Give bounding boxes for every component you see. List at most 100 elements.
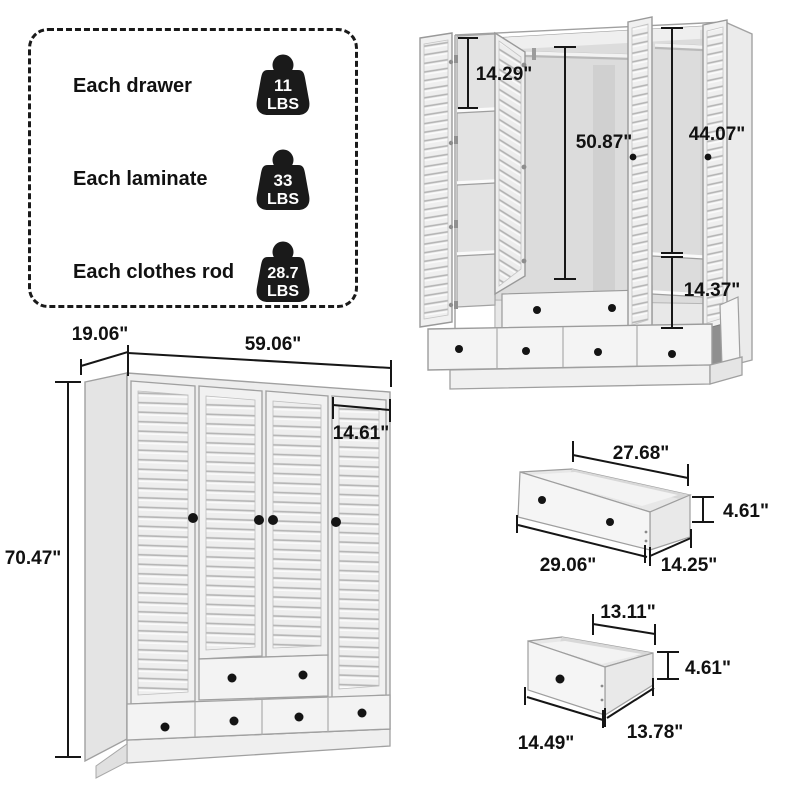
dimension-height xyxy=(692,496,714,523)
louver-door-1 xyxy=(419,32,454,328)
door-knob xyxy=(268,515,278,525)
drawer-knob xyxy=(294,712,304,722)
drawer-bottom xyxy=(528,472,678,506)
screw-hole xyxy=(600,684,604,688)
dimension-label-height: 4.61" xyxy=(723,501,769,522)
hinge-icon xyxy=(521,164,527,170)
drawer-knob xyxy=(160,722,170,732)
door-knob xyxy=(331,517,341,527)
weight-body xyxy=(256,165,310,210)
shelf-column xyxy=(454,33,496,309)
dimension-height xyxy=(657,651,679,680)
right-section-shelves xyxy=(651,252,704,298)
louver-door-2 xyxy=(494,31,527,296)
dimension-shelf-gap xyxy=(458,37,478,109)
weight-icon: 28.7 LBS xyxy=(256,241,310,302)
hinge-icon xyxy=(448,302,454,308)
dimension-label-depth: 13.78" xyxy=(627,722,684,743)
dimension-label-width: 59.06" xyxy=(245,334,302,355)
hinge-icon xyxy=(454,301,458,309)
drawer-knob xyxy=(229,716,239,726)
middle-drawer xyxy=(198,654,329,701)
dimension-label-right-lower-height: 14.37" xyxy=(684,280,741,301)
dimension-right-section-height xyxy=(661,27,683,254)
louver-door-1 xyxy=(130,380,198,705)
dimension-inner-width xyxy=(592,614,656,645)
drawer-box xyxy=(517,468,692,551)
dimension-label-door-width: 14.61" xyxy=(333,423,390,444)
dimension-label-depth: 14.25" xyxy=(661,555,718,576)
drawer-knob xyxy=(227,673,237,683)
dimension-width xyxy=(127,352,392,387)
drawer-knob xyxy=(668,350,676,358)
weight-value: 11 xyxy=(274,76,292,95)
dimension-label-right-section-height: 44.07" xyxy=(689,124,746,145)
drawer-box xyxy=(527,636,654,717)
hinge-icon xyxy=(448,140,454,146)
drawer-knob xyxy=(555,674,565,684)
drawer-knob xyxy=(608,304,616,312)
hinge-icon xyxy=(454,55,458,63)
cabinet-ceiling xyxy=(495,25,725,50)
shelf xyxy=(456,107,496,113)
screw-hole xyxy=(644,539,648,543)
hinge-icon xyxy=(454,220,458,228)
large-drawer-diagram: 27.68" 4.61" 29.06" 14.25" xyxy=(516,441,769,576)
drawer-knob xyxy=(455,345,463,353)
clothes-rod-center xyxy=(521,48,631,60)
weight-unit: LBS xyxy=(267,191,299,208)
drawer-knob xyxy=(298,670,308,680)
louver-door-3 xyxy=(627,16,653,334)
drawer-knob xyxy=(538,496,546,504)
screw-hole xyxy=(600,698,604,702)
plinth-side xyxy=(95,743,128,779)
dimension-hanging-height xyxy=(554,46,576,280)
dimension-depth xyxy=(604,678,655,727)
capacity-label-laminate: Each laminate xyxy=(73,168,208,190)
louver-door-2 xyxy=(198,385,264,660)
door-knob xyxy=(188,513,198,523)
plinth xyxy=(449,364,711,390)
drawer-knob xyxy=(357,708,367,718)
screw-hole xyxy=(644,530,648,534)
hinge-icon xyxy=(521,62,527,68)
hinge-icon xyxy=(454,136,458,144)
dimension-label-inner-width: 13.11" xyxy=(600,602,656,623)
door-knob xyxy=(704,153,712,161)
weight-icon: 33 LBS xyxy=(256,149,310,210)
weight-body xyxy=(256,70,310,115)
weight-value: 33 xyxy=(274,171,293,190)
dimension-front-width xyxy=(524,687,604,728)
weight-unit: LBS xyxy=(267,283,299,300)
weight-value: 28.7 xyxy=(267,265,298,282)
capacity-label-clothes-rod: Each clothes rod xyxy=(73,261,235,283)
weight-unit: LBS xyxy=(267,96,299,113)
dimension-label-front-width: 14.49" xyxy=(518,733,575,754)
weight-icon: 11 LBS xyxy=(256,54,310,115)
dimension-label-front-width: 29.06" xyxy=(540,555,597,576)
drawer-knob xyxy=(594,348,602,356)
dimension-inner-width xyxy=(572,441,689,486)
dimension-door-width xyxy=(332,397,391,422)
weight-body xyxy=(256,257,310,302)
dimension-right-lower-height xyxy=(661,256,683,329)
plinth-side xyxy=(709,356,743,385)
dimension-front-width xyxy=(516,515,648,563)
bottom-drawer-row xyxy=(126,694,391,741)
door-knob xyxy=(254,515,264,525)
drawer-knob xyxy=(533,306,541,314)
drawer-knob xyxy=(522,347,530,355)
dimension-depth xyxy=(80,345,129,376)
dimension-label-hanging-height: 50.87" xyxy=(576,132,633,153)
dimension-depth xyxy=(649,529,692,566)
hinge-icon xyxy=(448,59,454,65)
interior-back-shading xyxy=(593,65,615,295)
dimension-label-height: 4.61" xyxy=(685,658,731,679)
dimension-label-inner-width: 27.68" xyxy=(613,443,670,464)
dimension-label-shelf-gap: 14.29" xyxy=(476,64,533,85)
rod-bracket xyxy=(532,48,536,60)
small-drawer-diagram: 13.11" 4.61" 14.49" 13.78" xyxy=(518,602,731,754)
dimension-height xyxy=(55,381,81,758)
hinge-icon xyxy=(521,258,527,264)
cabinet-left-side-panel xyxy=(84,372,128,763)
